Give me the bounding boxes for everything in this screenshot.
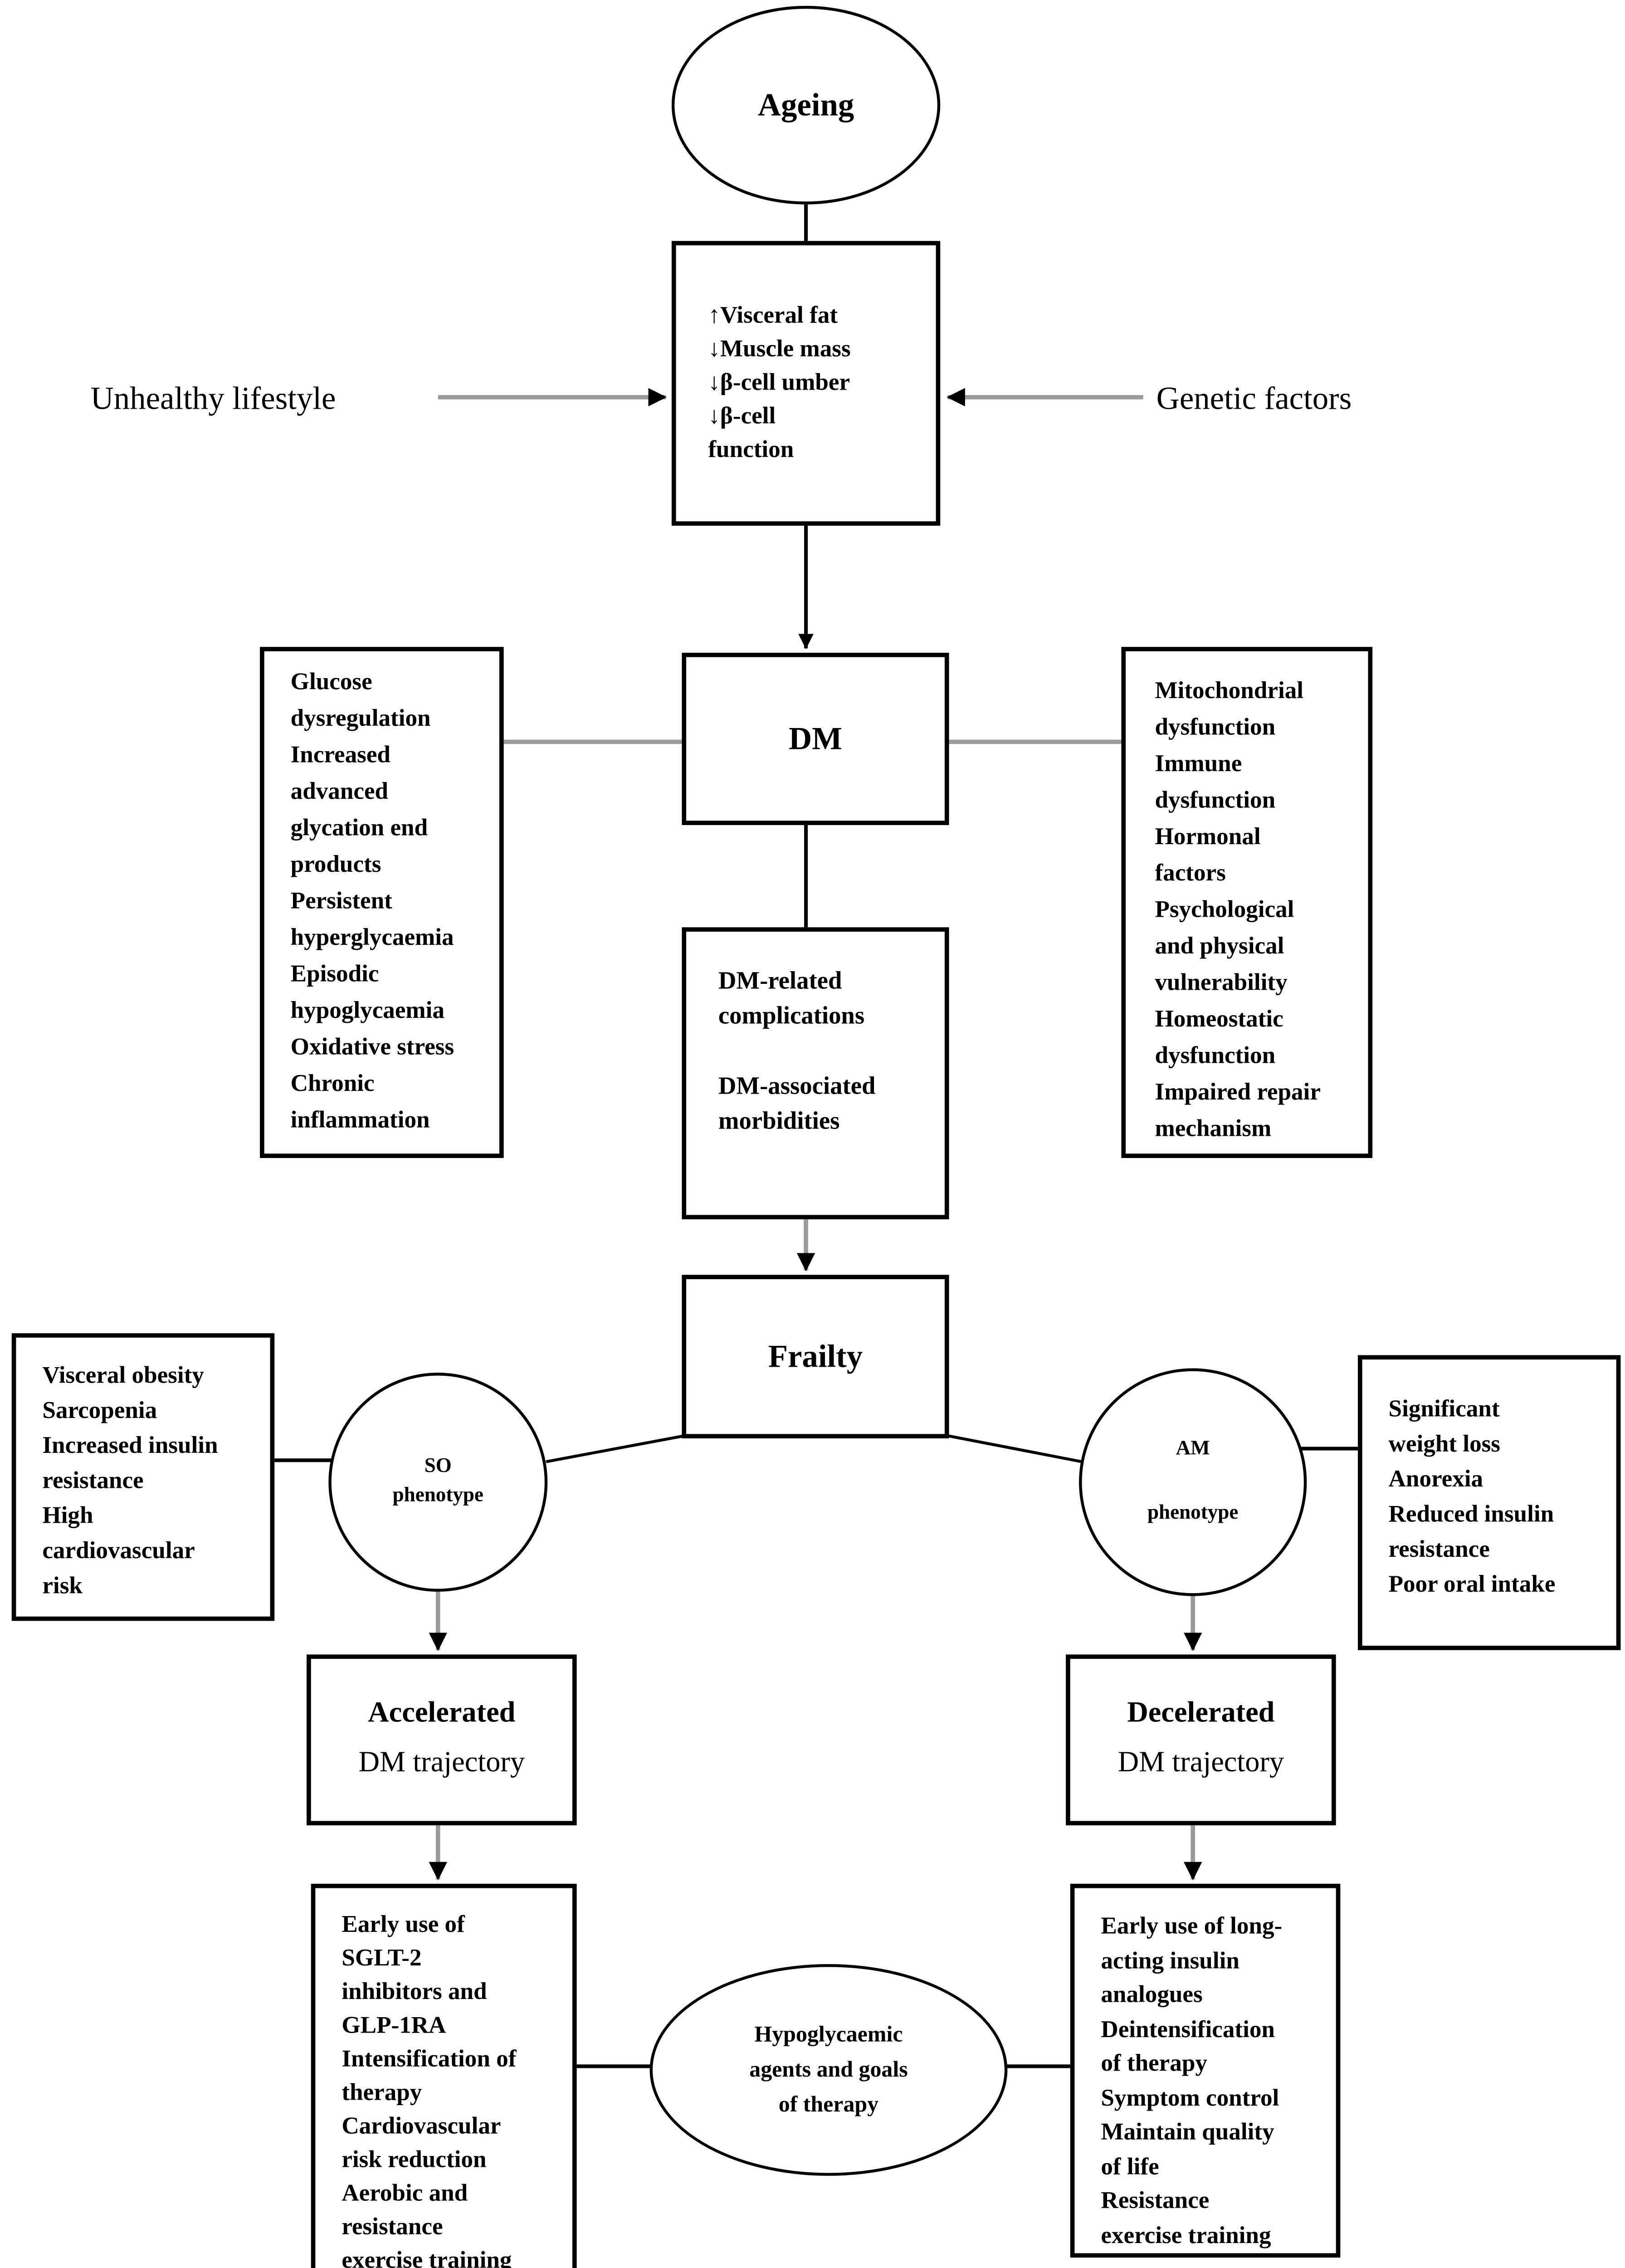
decelerated-mgmt-text: Early use of long- acting insulin analog… <box>1101 1911 1283 2248</box>
node-dm-complications: DM-related complications DM-associated m… <box>682 927 949 1220</box>
node-systemic-factors: Mitochondrial dysfunction Immune dysfunc… <box>1121 647 1373 1158</box>
accelerated-subtitle: DM trajectory <box>358 1746 525 1779</box>
node-frailty: Frailty <box>682 1275 949 1439</box>
node-accelerated: Accelerated DM trajectory <box>307 1654 577 1826</box>
node-decelerated-mgmt: Early use of long- acting insulin analog… <box>1070 1883 1341 2258</box>
am-phenotype-subtitle: phenotype <box>1147 1502 1239 1525</box>
node-so-phenotype: SO phenotype <box>328 1373 548 1592</box>
node-ageing: Ageing <box>671 5 941 205</box>
connector-frailty-to-so <box>546 1434 687 1463</box>
frailty-label: Frailty <box>768 1337 863 1374</box>
ageing-label: Ageing <box>757 86 854 123</box>
node-glucose-factors: Glucose dysregulation Increased advanced… <box>260 647 504 1158</box>
node-dm: DM <box>682 653 949 825</box>
decelerated-title: Decelerated <box>1127 1696 1275 1729</box>
so-phenotype-subtitle: phenotype <box>392 1485 483 1507</box>
node-accelerated-mgmt: Early use of SGLT-2 inhibitors and GLP-1… <box>311 1883 577 2268</box>
dm-label: DM <box>788 720 842 757</box>
genetic-factors-label: Genetic factors <box>1156 380 1352 416</box>
age-effects-text: ↑Visceral fat ↓Muscle mass ↓β-cell umber… <box>708 301 851 463</box>
node-am-features: Significant weight loss Anorexia Reduced… <box>1357 1355 1621 1650</box>
node-hypoglycaemic: Hypoglycaemic agents and goals of therap… <box>649 1964 1008 2176</box>
node-age-effects: ↑Visceral fat ↓Muscle mass ↓β-cell umber… <box>671 241 941 526</box>
hypoglycaemic-text: Hypoglycaemic agents and goals of therap… <box>749 2022 908 2117</box>
node-so-features: Visceral obesity Sarcopenia Increased in… <box>11 1333 275 1621</box>
accelerated-mgmt-text: Early use of SGLT-2 inhibitors and GLP-1… <box>342 1910 517 2268</box>
accelerated-title: Accelerated <box>368 1696 516 1729</box>
so-features-text: Visceral obesity Sarcopenia Increased in… <box>42 1361 218 1599</box>
dm-complications-text: DM-related complications DM-associated m… <box>718 967 876 1135</box>
node-am-phenotype: AM phenotype <box>1079 1368 1307 1596</box>
node-decelerated: Decelerated DM trajectory <box>1066 1654 1336 1826</box>
decelerated-subtitle: DM trajectory <box>1117 1746 1284 1779</box>
connector-frailty-to-am <box>946 1434 1083 1463</box>
am-phenotype-title: AM <box>1176 1438 1210 1461</box>
glucose-factors-text: Glucose dysregulation Increased advanced… <box>290 667 454 1134</box>
am-features-text: Significant weight loss Anorexia Reduced… <box>1388 1394 1556 1598</box>
unhealthy-lifestyle-label: Unhealthy lifestyle <box>90 380 336 416</box>
systemic-factors-text: Mitochondrial dysfunction Immune dysfunc… <box>1155 676 1321 1142</box>
so-phenotype-title: SO <box>424 1456 452 1478</box>
